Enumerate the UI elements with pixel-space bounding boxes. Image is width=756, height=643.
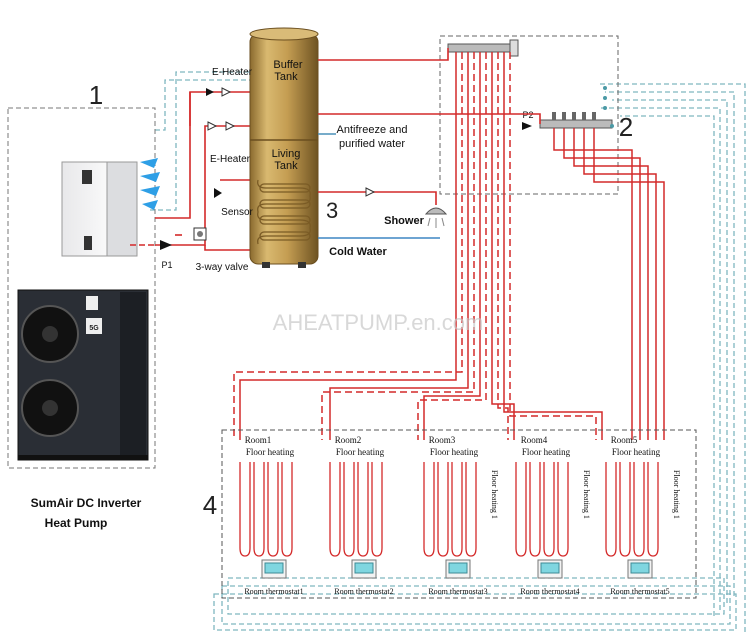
living-tank-line1: Living — [272, 148, 301, 160]
pump-p2-label: P2 — [522, 110, 533, 120]
three-way-valve-label: 3-way valve — [196, 262, 249, 273]
floor-heating-coil — [329, 462, 383, 557]
antifreeze-line2: purified water — [339, 138, 405, 150]
floor-heating-label: Floor heating — [430, 447, 479, 457]
floor-heating-coil — [605, 462, 659, 557]
section-number-2: 2 — [619, 112, 633, 142]
floor-heating-label: Floor heating — [612, 447, 661, 457]
e-heater-top-label: E-Heater — [212, 67, 253, 78]
antifreeze-line1: Antifreeze and — [337, 124, 408, 136]
e-heater-valves — [206, 87, 236, 198]
room-name: Room2 — [335, 435, 362, 445]
air-flow-arrows — [140, 158, 160, 210]
room-name: Room1 — [245, 435, 272, 445]
thermostat-label: Room thermostat5 — [610, 587, 669, 596]
buffer-tank-line2: Tank — [274, 71, 298, 83]
room-thermostat[interactable] — [537, 559, 563, 579]
floor-heating-coil — [515, 462, 569, 557]
buffer-tank-line1: Buffer — [273, 59, 302, 71]
heat-pump-section: 1 5G SumAir DC Inverter — [7, 80, 160, 530]
e-heater-bottom-label: E-Heater — [210, 154, 251, 165]
cold-water-label: Cold Water — [329, 246, 387, 258]
sensor-label: Sensor — [221, 207, 253, 218]
three-way-valve: 3-way valve — [193, 227, 249, 273]
thermostat-label: Room thermostat2 — [334, 587, 393, 596]
side-floor-label: Floor heating 1 — [490, 470, 499, 519]
pump-p1-label: P1 — [161, 260, 172, 270]
room-thermostat[interactable] — [261, 559, 287, 579]
shower-label: Shower — [384, 215, 424, 227]
floor-heating-label: Floor heating — [246, 447, 295, 457]
side-floor-label: Floor heating 1 — [672, 470, 681, 519]
heat-pump-caption-line1: SumAir DC Inverter — [31, 496, 142, 510]
floor-heating-label: Floor heating — [522, 447, 571, 457]
section-number-3: 3 — [326, 198, 338, 223]
badge-label: 5G — [89, 325, 99, 332]
tank-coil — [257, 179, 311, 245]
5g-badge — [86, 318, 102, 334]
living-tank-line2: Tank — [274, 160, 298, 172]
floor-heating-coil — [423, 462, 477, 557]
thermostat-label: Room thermostat3 — [428, 587, 487, 596]
watermark: AHEATPUMP.en.com — [273, 310, 484, 335]
room-name: Room3 — [429, 435, 456, 445]
floor-heating-coil — [239, 462, 293, 557]
room-thermostat[interactable] — [627, 559, 653, 579]
section-number-1: 1 — [89, 80, 103, 110]
floor-heating-section: 4 — [203, 429, 697, 599]
heat-pump-caption-line2: Heat Pump — [45, 516, 108, 530]
section-number-4: 4 — [203, 490, 217, 520]
pump-p1: P1 — [160, 240, 173, 270]
control-loops — [150, 71, 746, 632]
indoor-unit — [61, 161, 138, 257]
room-name: Room5 — [611, 435, 638, 445]
buffer-living-tank: Buffer Tank Living Tank — [249, 27, 319, 268]
room-thermostat[interactable] — [351, 559, 377, 579]
heat-pump-piping — [130, 91, 250, 251]
supply-pipes — [239, 52, 665, 440]
shower-head — [318, 187, 448, 228]
room-name: Room4 — [521, 435, 548, 445]
thermostat-label: Room thermostat1 — [244, 587, 303, 596]
side-floor-label: Floor heating 1 — [582, 470, 591, 519]
thermostat-label: Room thermostat4 — [520, 587, 579, 596]
return-pipes — [233, 52, 597, 440]
outdoor-unit: 5G — [17, 289, 149, 461]
floor-heating-label: Floor heating — [336, 447, 385, 457]
tank-to-manifold-pipes — [318, 48, 541, 124]
room-thermostat[interactable] — [445, 559, 471, 579]
manifold-section: 2 P2 — [439, 35, 633, 195]
